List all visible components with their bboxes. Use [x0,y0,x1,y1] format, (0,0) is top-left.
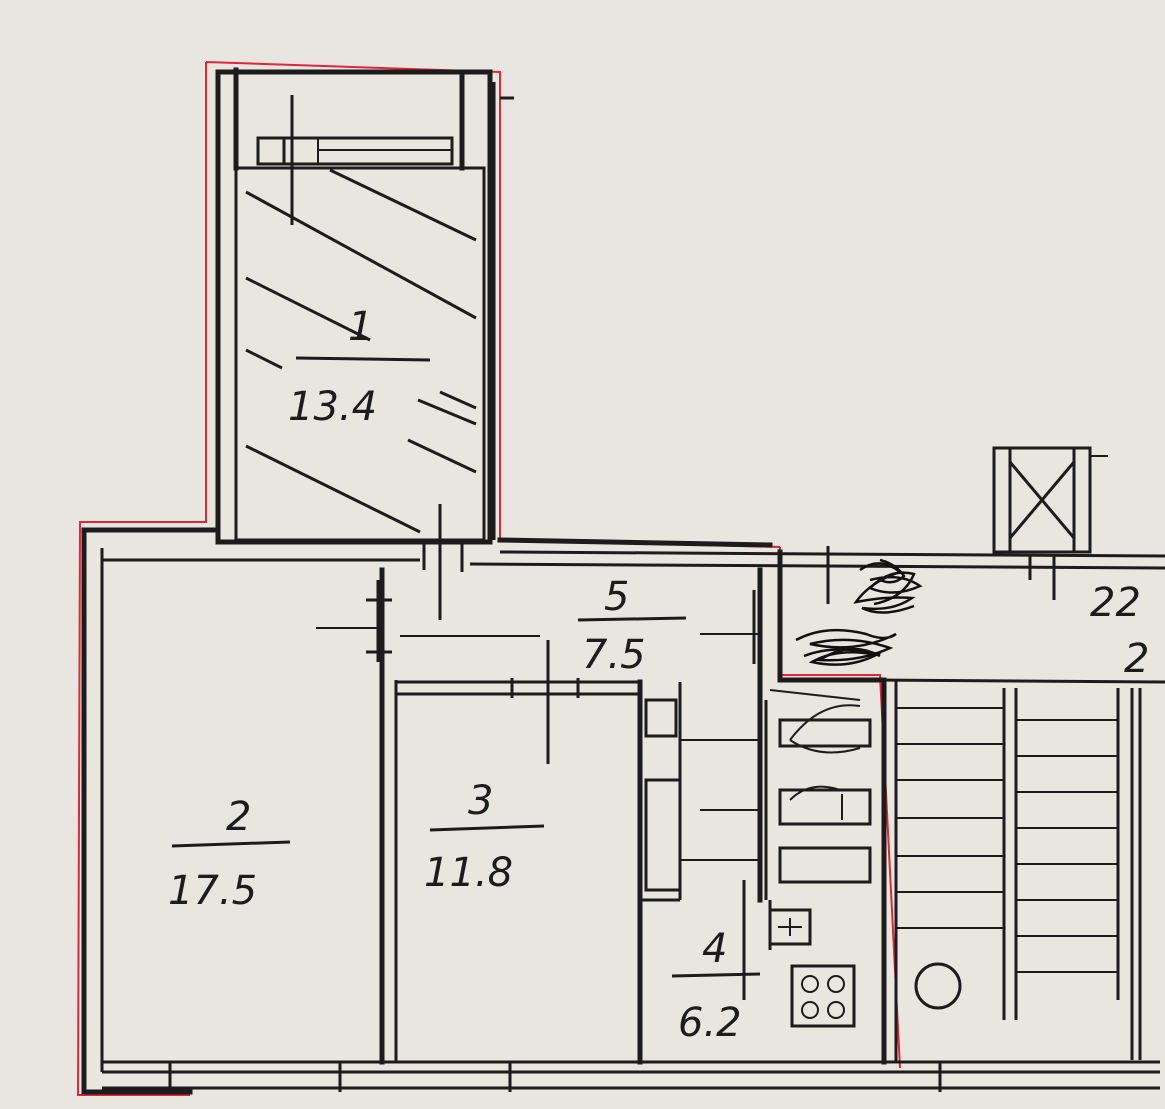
room-label-1: 1 13.4 [288,304,431,430]
room-4-area: 6.2 [678,1000,742,1046]
room-1-walls [215,67,514,545]
elevator-shaft [992,446,1108,554]
staircase [879,678,1165,1060]
room-1-hatching [245,168,477,534]
room-3-area: 11.8 [424,850,513,896]
room-5-area: 7.5 [582,632,646,678]
room-5-number: 5 [604,574,629,620]
room-label-4: 4 6.2 [671,926,761,1046]
room-2-number: 2 [226,794,251,840]
neighbor-label-2: 2 [1124,636,1149,682]
room-label-5: 5 7.5 [577,574,687,678]
room-1-area: 13.4 [288,384,377,430]
room-1-number: 1 [348,304,373,350]
room-3-number: 3 [468,778,493,824]
room-label-3: 3 11.8 [424,778,545,896]
room-4-number: 4 [702,926,727,972]
neighbor-label-22: 22 [1090,580,1141,626]
interior-walls [316,549,898,1065]
scribble-mark [795,558,923,666]
room-label-2: 2 17.5 [168,794,291,914]
opening-ticks [366,504,1056,1000]
room-2-area: 17.5 [168,868,257,914]
outer-walls [81,527,1165,1095]
circle-symbol [914,962,962,1010]
stove-icon [790,964,856,1028]
